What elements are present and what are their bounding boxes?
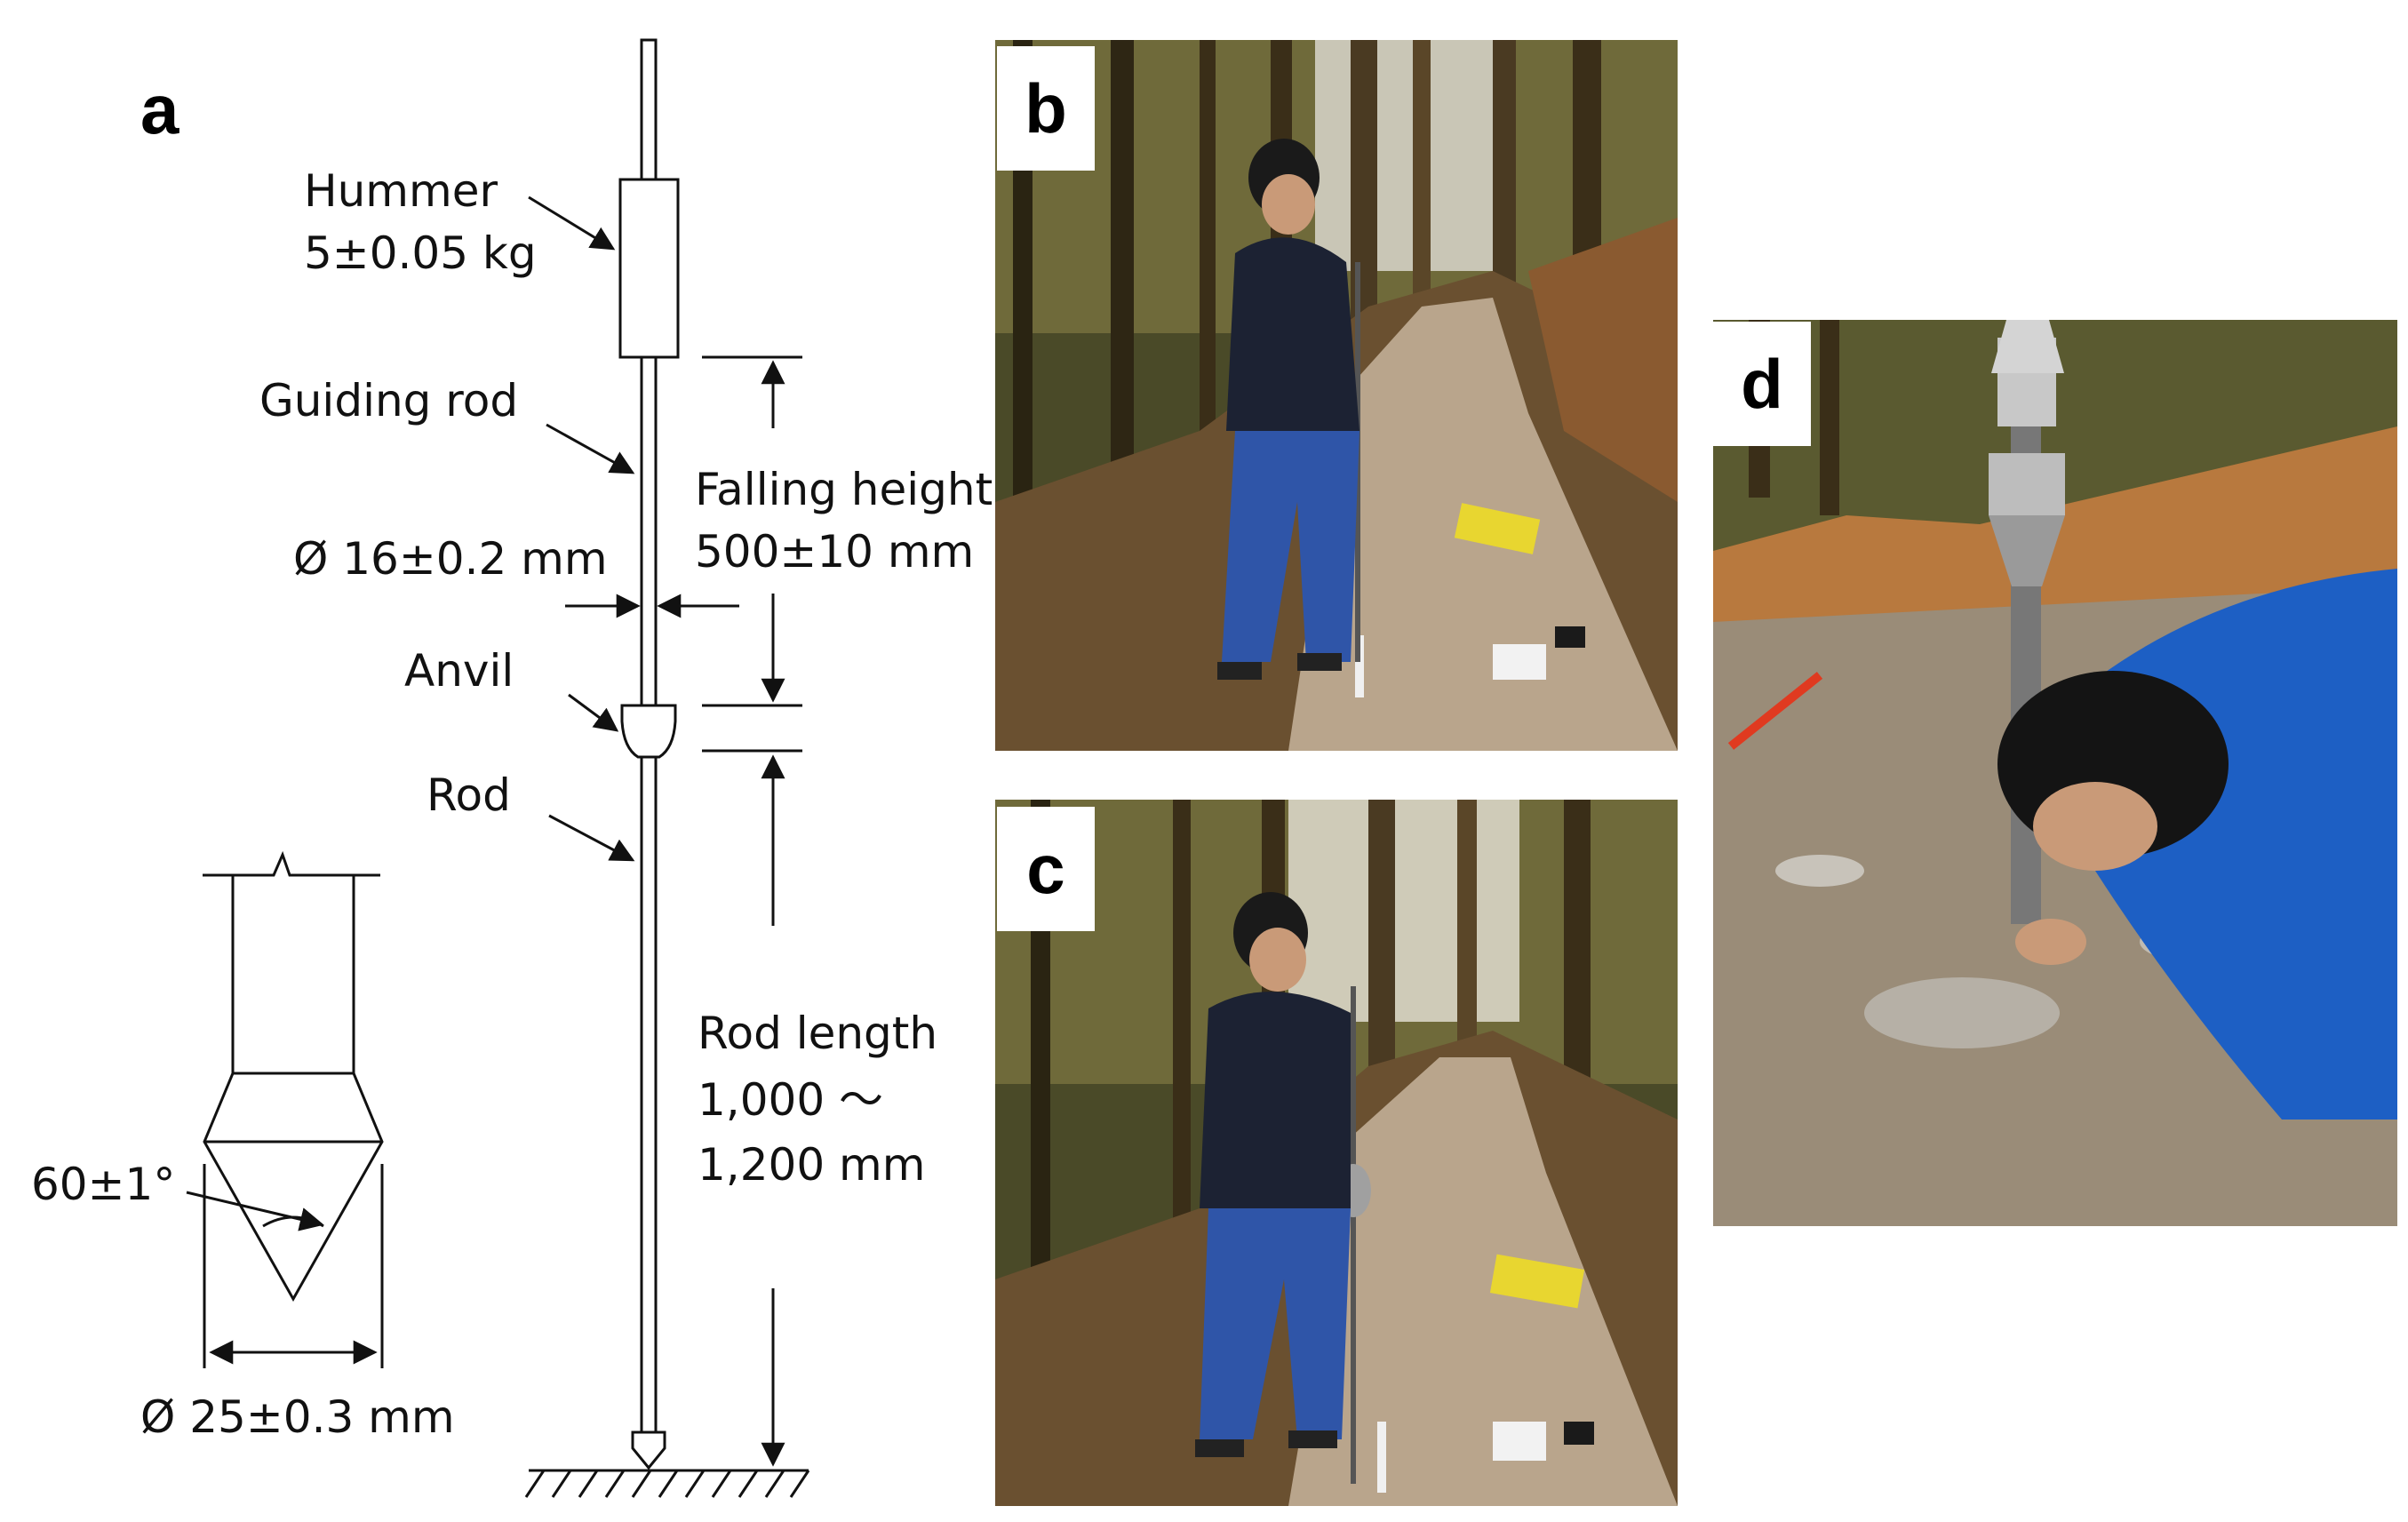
penetrometer-diagram: a Hummer 5±0.05 kg Guiding rod Ø 16±0.2 … bbox=[31, 38, 993, 1498]
rod-diameter-label: Ø 16±0.2 mm bbox=[293, 533, 608, 585]
panel-label-c: c bbox=[997, 807, 1095, 931]
hammer-label: Hummer bbox=[304, 165, 498, 217]
rod-length-label: Rod length bbox=[698, 1008, 937, 1059]
cone-angle-label: 60±1° bbox=[31, 1159, 175, 1210]
anvil bbox=[620, 704, 677, 759]
anvil-label: Anvil bbox=[404, 645, 514, 697]
hammer-mass-label: 5±0.05 kg bbox=[304, 227, 537, 279]
rod-arrow bbox=[548, 814, 635, 862]
hammer-arrow bbox=[528, 195, 616, 251]
cone-angle-arrow bbox=[186, 1191, 324, 1231]
guiding-rod-arrow bbox=[546, 423, 635, 474]
cone-detail bbox=[203, 850, 384, 1368]
panel-label-b: b bbox=[997, 46, 1095, 171]
guiding-rod bbox=[640, 355, 658, 707]
panel-label-a: a bbox=[140, 70, 179, 148]
falling-height-label: Falling height bbox=[695, 464, 993, 515]
ground-hatching bbox=[524, 1470, 810, 1498]
guiding-rod-label: Guiding rod bbox=[259, 375, 518, 426]
rod bbox=[640, 755, 658, 1434]
rod-length-value-line2: 1,200 mm bbox=[698, 1139, 925, 1191]
forest-photo-c bbox=[995, 800, 1678, 1506]
guiding-rod-top bbox=[640, 38, 658, 181]
forest-photo-b bbox=[995, 40, 1678, 751]
photo-panel-b bbox=[995, 40, 1678, 751]
panel-label-d: d bbox=[1713, 322, 1811, 446]
photo-panel-c bbox=[995, 800, 1678, 1506]
closeup-photo-d bbox=[1713, 320, 2397, 1226]
anvil-arrow bbox=[568, 693, 619, 732]
rod-cone-tip bbox=[631, 1430, 666, 1470]
cone-diameter-label: Ø 25±0.3 mm bbox=[140, 1391, 455, 1443]
falling-height-value: 500±10 mm bbox=[695, 526, 974, 578]
photo-panel-d bbox=[1713, 320, 2397, 1226]
hammer bbox=[618, 178, 680, 359]
rod-label: Rod bbox=[427, 769, 511, 821]
rod-length-value-line1: 1,000 ～ bbox=[698, 1074, 883, 1126]
